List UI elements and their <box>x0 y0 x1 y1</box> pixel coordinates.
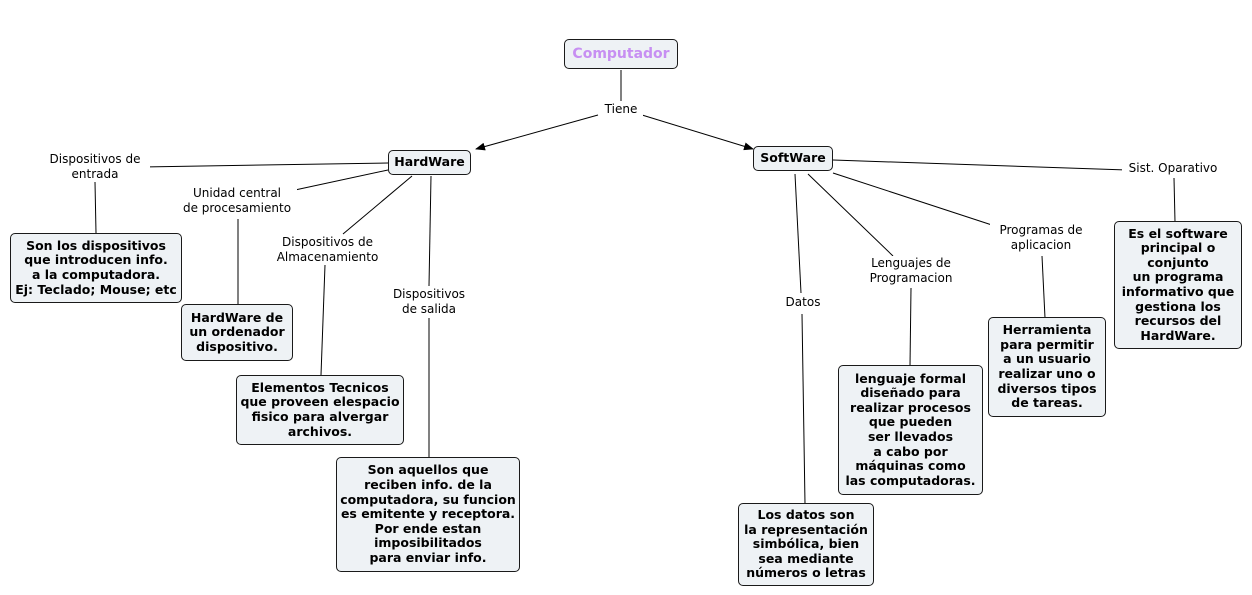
concept-salida[interactable]: Son aquellos que reciben info. de la com… <box>336 457 520 572</box>
link-label-entrada: Dispositivos de entrada <box>40 152 150 182</box>
concept-almacenamiento[interactable]: Elementos Tecnicos que proveen elespacio… <box>236 375 404 445</box>
link-label-sistema: Sist. Oparativo <box>1122 161 1224 176</box>
link-label-datos: Datos <box>780 295 826 310</box>
lenguajes-to-concept-line <box>909 287 912 367</box>
datos-to-concept-line <box>801 313 806 505</box>
concept-programas[interactable]: Herramienta para permitir a un usuario r… <box>988 317 1106 417</box>
hardware-to-cpu-line <box>294 169 389 191</box>
concept-lenguajes[interactable]: lenguaje formal diseñado para realizar p… <box>838 365 983 495</box>
root-link-label: Tiene <box>599 102 643 117</box>
concept-datos[interactable]: Los datos son la representación simbólic… <box>738 503 874 586</box>
software-to-sistema-line <box>832 159 1128 171</box>
hardware-to-entrada-line <box>141 162 389 168</box>
link-label-programas: Programas de aplicacion <box>990 223 1092 253</box>
concept-entrada[interactable]: Son los dispositivos que introducen info… <box>10 233 182 303</box>
concept-sistema[interactable]: Es el software principal o conjunto un p… <box>1114 221 1242 349</box>
link-label-salida: Dispositivos de salida <box>386 287 472 317</box>
almacenamiento-to-concept-line <box>320 264 326 376</box>
programas-to-concept-line <box>1041 255 1046 319</box>
link-label-cpu: Unidad central de procesamiento <box>177 186 297 216</box>
tiene-to-hardware-arrow <box>475 114 599 151</box>
hardware-node[interactable]: HardWare <box>388 150 471 175</box>
hardware-to-salida-line <box>428 175 432 287</box>
root-node[interactable]: Computador <box>564 39 678 69</box>
hardware-to-almacenamiento-line <box>342 175 413 235</box>
sistema-to-concept-line <box>1173 177 1176 223</box>
tiene-to-software-arrow <box>641 114 754 151</box>
software-to-datos-line <box>794 173 802 294</box>
entrada-to-concept-line <box>94 181 97 234</box>
software-to-lenguajes-line <box>807 173 894 257</box>
link-label-almacenamiento: Dispositivos de Almacenamiento <box>270 235 385 265</box>
concept-cpu[interactable]: HardWare de un ordenador dispositivo. <box>181 304 293 361</box>
software-to-programas-line <box>832 172 999 228</box>
software-node[interactable]: SoftWare <box>753 146 833 171</box>
link-label-lenguajes: Lenguajes de Programacion <box>858 256 964 286</box>
